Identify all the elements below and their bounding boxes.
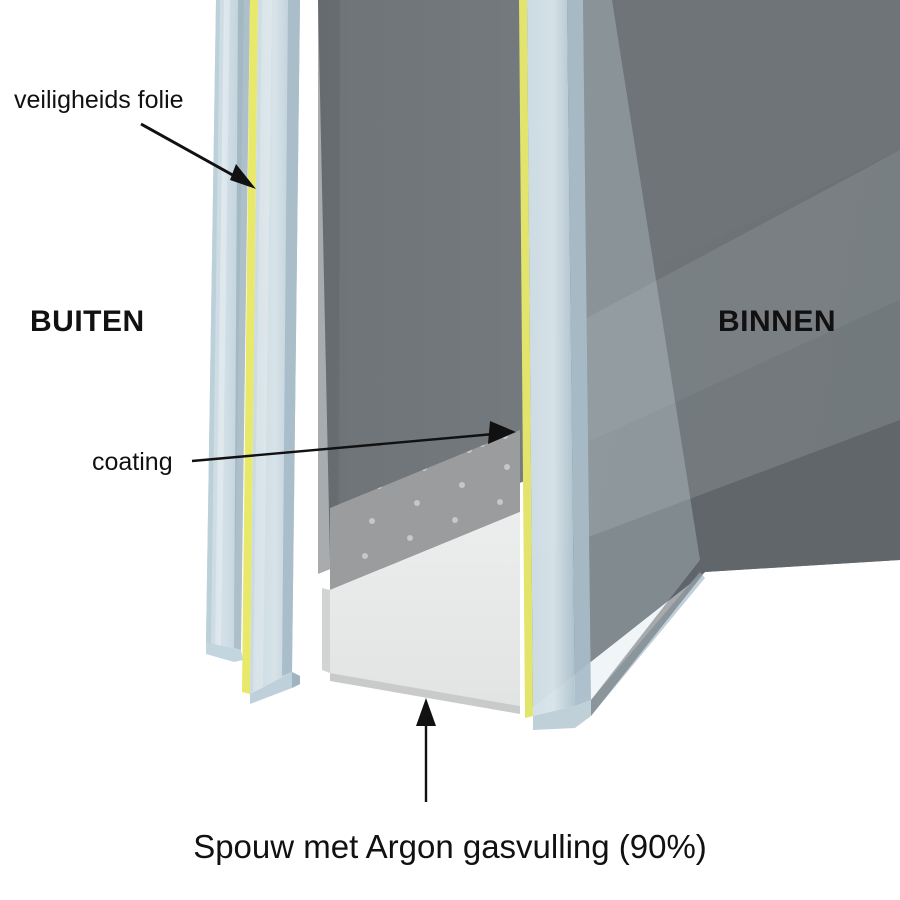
coating-leader-line xyxy=(191,432,495,463)
safety-film-label: veiligheids folie xyxy=(14,86,184,114)
outer-pane-sheen-2 xyxy=(253,0,272,692)
inner-pane-group xyxy=(527,0,900,712)
safety-film-line xyxy=(242,0,258,694)
cavity-left-wall xyxy=(318,0,340,574)
inner-glass-body xyxy=(527,0,575,716)
argon-cavity-group xyxy=(318,0,527,574)
coating-arrowhead xyxy=(488,421,516,444)
outer-glass-leaf-2-edge-strip xyxy=(282,0,300,676)
outer-laminated-pane-group xyxy=(206,0,300,704)
safety-film-arrowhead xyxy=(230,164,256,189)
outside-label: BUITEN xyxy=(30,305,145,338)
inner-pane-reflection-band-2 xyxy=(527,300,900,560)
inner-glass-translucent-overlay xyxy=(583,0,700,700)
inner-glass-slab-group xyxy=(519,0,705,730)
outer-glass-leaf-1-edge xyxy=(206,0,224,645)
inner-pane-reflection-band xyxy=(527,150,900,470)
safety-film-leader-line xyxy=(140,122,239,180)
callout-cavity: Spouw met Argon gasvulling (90%) xyxy=(193,698,707,865)
outer-leaf-1-bottom-face xyxy=(206,642,243,662)
outer-glass-leaf-1-inner-shade xyxy=(234,0,250,650)
spacer-top-face xyxy=(330,430,520,590)
cavity-perspective-wedge xyxy=(340,0,527,508)
cavity-caption: Spouw met Argon gasvulling (90%) xyxy=(193,828,707,865)
spacer-front-face xyxy=(330,512,520,706)
inside-label: BINNEN xyxy=(718,305,836,338)
spacer-bottom-edge xyxy=(330,673,520,714)
callout-coating: coating xyxy=(92,421,516,476)
cavity-arrowhead xyxy=(416,698,436,726)
inner-pane-bottom-shadow xyxy=(527,420,900,712)
inner-glass-bottom-shadow xyxy=(591,560,705,716)
spacer-left-side xyxy=(322,588,330,673)
coating-label: coating xyxy=(92,448,173,476)
outer-pane-sheen xyxy=(211,0,230,646)
outer-leaf-2-bottom-shadow xyxy=(292,672,300,688)
callout-safety-film: veiligheids folie xyxy=(14,86,256,189)
spacer-bar-group xyxy=(322,430,520,714)
outer-leaf-2-bottom-face xyxy=(250,672,300,704)
inner-pane-upper-band xyxy=(527,0,900,330)
inner-glass-edge-strip xyxy=(567,0,591,706)
coating-line xyxy=(519,0,533,718)
